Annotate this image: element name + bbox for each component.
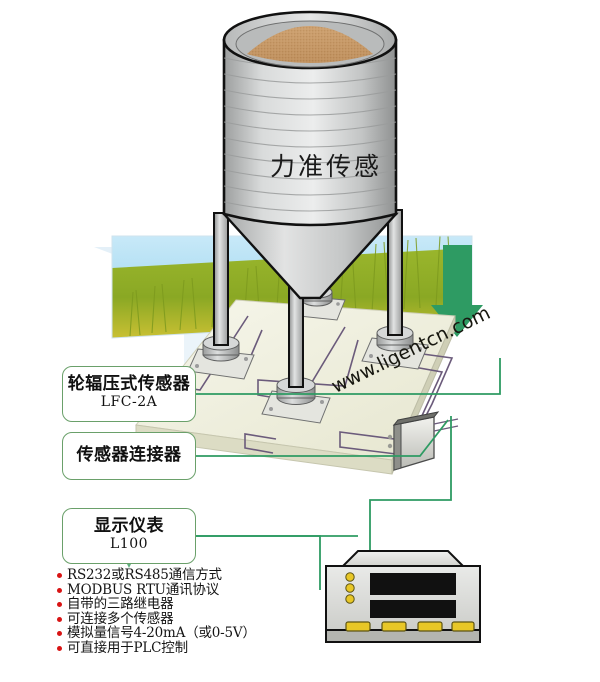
label-load-cell-title: 轮辐压式传感器 [67, 374, 191, 394]
list-item: 可直接用于PLC控制 [56, 641, 346, 656]
signal-wiring [196, 358, 501, 590]
silo-body [222, 38, 398, 227]
label-indicator[interactable]: 显示仪表 L100 [62, 508, 196, 564]
silo-brand-text: 力准传感 [269, 152, 382, 181]
weighing-indicator [325, 550, 481, 643]
list-item: MODBUS RTU通讯协议 [56, 582, 346, 598]
load-cell [187, 335, 255, 380]
label-load-cell-model: LFC-2A [100, 394, 158, 410]
silo-top-opening [222, 10, 398, 70]
label-indicator-title: 显示仪表 [94, 516, 164, 536]
list-item: 模拟量信号4-20mA（或0-5V） [56, 626, 346, 641]
green-down-arrow [431, 245, 483, 337]
feature-list: RS232或RS485通信方式 MODBUS RTU通讯协议 自带的三路继电器 … [56, 568, 346, 656]
label-junction-box-title: 传感器连接器 [76, 445, 182, 465]
list-item: 自带的三路继电器 [56, 597, 346, 612]
label-indicator-model: L100 [109, 536, 149, 552]
label-junction-box[interactable]: 传感器连接器 [62, 432, 196, 480]
list-item: RS232或RS485通信方式 [56, 568, 346, 583]
list-item: 可连接多个传感器 [56, 612, 346, 627]
label-load-cell[interactable]: 轮辐压式传感器 LFC-2A [62, 366, 196, 422]
feature-list-items: RS232或RS485通信方式 MODBUS RTU通讯协议 自带的三路继电器 … [56, 568, 346, 656]
